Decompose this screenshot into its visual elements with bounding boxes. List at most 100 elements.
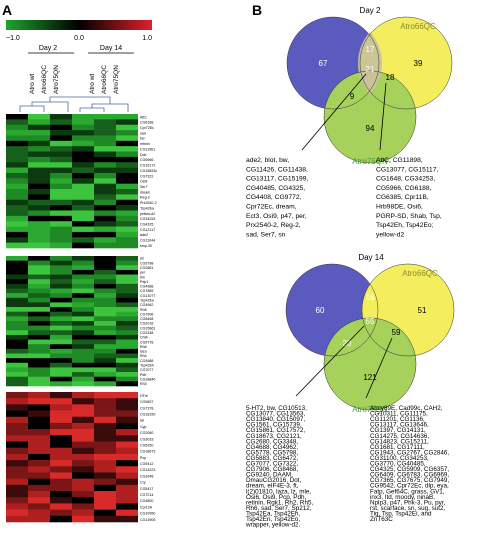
heatmap-cell <box>72 372 94 378</box>
heatmap-cell <box>50 372 72 378</box>
heatmap-cell <box>72 231 94 238</box>
gene-label: CG8468 <box>140 317 153 321</box>
gene-label: Osi9 <box>140 180 147 184</box>
gene-label: CG5250 <box>140 443 153 447</box>
heatmap-cell <box>50 156 72 163</box>
heatmap-cell <box>6 398 28 405</box>
venn-day2-label-qc: Atro66QC <box>400 22 436 31</box>
gene-list-line: CG1648, CG34253, <box>376 176 435 183</box>
heatmap-cell <box>94 265 116 271</box>
heatmap-cell <box>116 288 138 294</box>
heatmap-cell <box>6 156 28 163</box>
heatmap-cell <box>94 325 116 331</box>
heatmap-cell <box>28 484 50 492</box>
heatmap-cell <box>50 460 72 467</box>
gene-label: smp-30 <box>140 244 152 248</box>
heatmap-cell <box>6 210 28 217</box>
column-label: Atro66QC <box>41 65 48 94</box>
heatmap-cell <box>6 416 28 424</box>
heatmap-cell <box>6 172 28 179</box>
gene-label: yellow-d2 <box>140 212 155 216</box>
gene-label: CG7077 <box>140 368 153 372</box>
venn-day2-count-all: 21 <box>366 65 375 74</box>
gene-label: CG10950 <box>140 512 155 516</box>
gene-list-line: PGRP-SD, Shab, Tsp, <box>376 213 442 220</box>
heatmap-cell <box>28 221 50 227</box>
gene-label: Rh6 <box>140 345 147 349</box>
heatmap-cell <box>6 367 28 373</box>
gene-label: CG4325 <box>140 222 153 226</box>
heatmap-cell <box>50 392 72 399</box>
heatmap-cell <box>6 344 28 350</box>
heatmap-cell <box>116 453 138 461</box>
heatmap-cell <box>94 205 116 211</box>
gene-label: CG15833c <box>140 169 157 173</box>
venn-day14-count-all: 55 <box>366 317 375 326</box>
venn-day2-list-right: AttC, CG11898,CG13077, CG15117,CG1648, C… <box>376 157 442 238</box>
heatmap-cell <box>28 330 50 336</box>
heatmap-cell <box>28 167 50 174</box>
heatmap-cell <box>50 358 72 364</box>
gene-label: CG4988 <box>140 359 153 363</box>
gene-list-line: CG40485, CG4325, <box>246 185 305 192</box>
gene-label: CG4988 <box>140 285 153 289</box>
heatmap-cell <box>6 135 28 142</box>
gene-label: CG15861 <box>140 326 155 330</box>
heatmap-cell <box>94 210 116 217</box>
heatmap-cell <box>6 410 28 418</box>
heatmap-cell <box>28 478 50 486</box>
heatmap-cell <box>94 392 116 399</box>
gene-list-line: ZnT63C <box>370 516 393 523</box>
heatmap-cell <box>94 151 116 158</box>
heatmap-cell <box>116 441 138 449</box>
heatmap-cell <box>6 435 28 442</box>
heatmap-cell <box>6 509 28 517</box>
heatmap-cell <box>72 210 94 217</box>
heatmap-cell <box>28 372 50 378</box>
heatmap-cell <box>50 119 72 126</box>
heatmap-cell <box>6 381 28 387</box>
heatmap-cell <box>6 151 28 158</box>
gene-list-line: CG9240, DAAM, <box>246 472 293 479</box>
heatmap-cell <box>50 269 72 275</box>
gene-label: Tsp42Ee <box>140 299 154 303</box>
heatmap-cell <box>72 311 94 317</box>
heatmap-cell <box>72 491 94 498</box>
heatmap-cell <box>72 472 94 479</box>
heatmap-cell <box>116 307 138 313</box>
heatmap-cell <box>72 398 94 405</box>
heatmap-cell <box>116 410 138 418</box>
venn-day14-title: Day 14 <box>358 253 384 262</box>
heatmap-cell <box>116 491 138 498</box>
heatmap-cell <box>50 288 72 294</box>
column-label: Atro66QC <box>101 65 108 94</box>
heatmap-cell <box>50 215 72 222</box>
heatmap-cell <box>72 283 94 289</box>
heatmap-cell <box>50 226 72 233</box>
heatmap-cell <box>94 194 116 201</box>
heatmap-cell <box>50 410 72 418</box>
heatmap-cell <box>28 140 50 147</box>
heatmap-cell <box>50 441 72 449</box>
heatmap-cell <box>72 392 94 399</box>
heatmap-cell <box>94 124 116 131</box>
heatmap-cell <box>28 334 50 340</box>
heatmap <box>6 114 138 523</box>
heatmap-cell <box>94 362 116 368</box>
gene-label: CG9837 <box>140 400 153 404</box>
heatmap-cell <box>6 404 28 411</box>
heatmap-cell <box>28 358 50 364</box>
heatmap-cell <box>94 293 116 299</box>
gene-label: CG3348 <box>140 474 153 478</box>
heatmap-cell <box>94 472 116 479</box>
heatmap-cell <box>94 274 116 280</box>
gene-list-line: CG15861, CG17572, <box>246 427 305 434</box>
heatmap-cell <box>28 237 50 243</box>
gene-label: Cry <box>140 481 146 485</box>
heatmap-cell <box>50 453 72 461</box>
gene-list-line: Osi6, Osi9, Pcp, Pdh, <box>246 494 306 501</box>
heatmap-cell <box>50 503 72 510</box>
gene-list-line: Prx2540-2, Reg-2, <box>246 222 301 229</box>
heatmap-cell <box>116 325 138 331</box>
